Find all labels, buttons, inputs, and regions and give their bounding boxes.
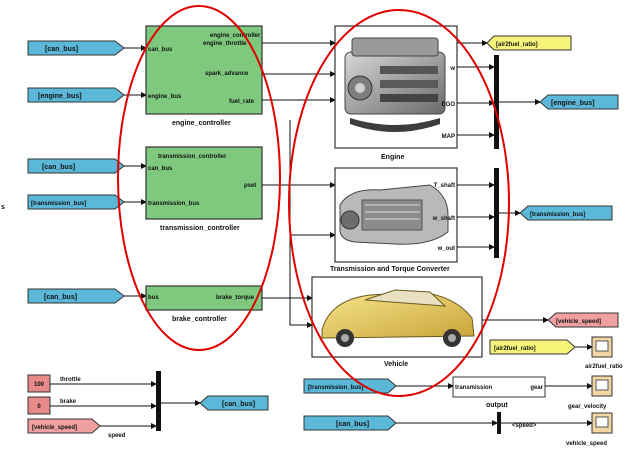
throttle-signal-label: throttle: [60, 377, 81, 383]
scope-vehicle-speed-caption: vehicle_speed: [566, 441, 607, 447]
engine-controller-title: engine_controller: [210, 33, 261, 39]
from-air2fuel-ratio-label: [air2fuel_ratio]: [494, 346, 536, 352]
from-air2fuel-ratio[interactable]: [air2fuel_ratio]: [490, 340, 575, 354]
vehicle-caption: Vehicle: [384, 361, 408, 368]
transmission-port-tshaft: T_shaft: [434, 183, 455, 189]
goto-can-bus[interactable]: [can_bus]: [200, 396, 268, 410]
scope-air2fuel-ratio[interactable]: [592, 337, 612, 357]
goto-vehicle-speed[interactable]: [vehicle_speed]: [548, 313, 618, 327]
goto-vehicle-speed-label: [vehicle_speed]: [556, 319, 601, 325]
can-bus-creator[interactable]: [156, 371, 161, 431]
brake-controller-caption: brake_controller: [172, 316, 227, 323]
scope-air2fuel-ratio-caption: air2fuel_ratio: [585, 364, 623, 370]
from-engine-bus[interactable]: [engine_bus]: [28, 88, 124, 102]
engine-controller-out-spark: spark_advance: [205, 71, 249, 77]
transmission-controller-in-trans: transmission_bus: [148, 201, 200, 207]
goto-transmission-bus[interactable]: [transmission_bus]: [520, 206, 612, 220]
engine-controller-caption: engine_controller: [172, 120, 231, 127]
output-in-label: transmission: [455, 385, 493, 391]
transmission-controller-caption: transmission_controller: [160, 225, 240, 232]
output-caption: output: [486, 402, 508, 409]
from-can-bus-2-label: [can_bus]: [42, 164, 75, 171]
engine-port-ego: EGO: [442, 102, 456, 108]
from-can-bus-right-label: [can_bus]: [336, 421, 369, 428]
brake-controller-out-label: brake_torque: [216, 295, 255, 301]
goto-air2fuel-ratio[interactable]: [air2fuel_ratio]: [487, 36, 571, 50]
transmission-controller-title: transmission_controller: [158, 154, 227, 160]
engine-caption: Engine: [381, 154, 404, 161]
speed-signal-label: speed: [108, 433, 126, 439]
speed-selector-label: <speed>: [512, 423, 537, 429]
from-engine-bus-label: [engine_bus]: [38, 93, 82, 100]
engine-controller-in-can: can_bus: [148, 47, 173, 53]
transmission-controller-out-pset: pset: [244, 183, 256, 189]
transmission-port-wshaft: w_shaft: [432, 216, 455, 222]
goto-transmission-bus-label: [transmission_bus]: [530, 212, 585, 218]
from-vehicle-speed-label: [vehicle_speed]: [32, 425, 77, 431]
output-subsystem-block[interactable]: transmission gear: [453, 377, 545, 397]
brake-controller-in-label: bus: [148, 295, 159, 301]
from-transmission-bus-right-label: [transmission_bus]: [308, 385, 363, 391]
transmission-caption: Transmission and Torque Converter: [330, 266, 450, 273]
brake-controller-block[interactable]: bus brake_torque: [146, 286, 262, 310]
edge-fragment-text: s: [1, 204, 5, 211]
constant-throttle-value: 100: [34, 382, 45, 388]
goto-air2fuel-ratio-label: [air2fuel_ratio]: [496, 42, 538, 48]
transmission-image: [340, 185, 448, 244]
transmission-controller-block[interactable]: transmission_controller can_bus transmis…: [146, 147, 262, 219]
constant-brake[interactable]: 0: [28, 397, 50, 414]
from-can-bus-2[interactable]: [can_bus]: [28, 159, 124, 173]
goto-engine-bus[interactable]: [engine_bus]: [540, 95, 618, 109]
goto-engine-bus-label: [engine_bus]: [551, 100, 595, 107]
from-transmission-bus[interactable]: [transmission_bus]: [28, 195, 124, 209]
transmission-block[interactable]: T_shaft w_shaft w_out: [335, 168, 457, 262]
engine-block[interactable]: w EGO MAP: [335, 26, 457, 148]
output-out-label: gear: [530, 385, 543, 391]
scope-vehicle-speed[interactable]: [592, 413, 612, 433]
speed-selector-bar[interactable]: [497, 412, 501, 434]
from-can-bus-1-label: [can_bus]: [45, 46, 78, 53]
transmission-bus-creator[interactable]: [494, 168, 499, 258]
from-transmission-bus-right[interactable]: [transmission_bus]: [304, 379, 396, 393]
engine-port-w: w: [449, 66, 455, 72]
engine-port-map: MAP: [442, 134, 455, 140]
scope-gear-velocity[interactable]: [592, 376, 612, 396]
engine-controller-in-engine: engine_bus: [148, 94, 182, 100]
engine-controller-block[interactable]: engine_controller can_bus engine_bus eng…: [146, 26, 262, 114]
engine-controller-out-throttle: engine_throttle: [203, 41, 247, 47]
constant-throttle[interactable]: 100: [28, 375, 50, 392]
transmission-port-wout: w_out: [437, 246, 455, 252]
from-can-bus-1[interactable]: [can_bus]: [28, 41, 124, 55]
engine-bus-creator[interactable]: [494, 55, 499, 149]
from-can-bus-3-label: [can_bus]: [44, 294, 77, 301]
engine-controller-out-fuel: fuel_rate: [229, 99, 255, 105]
from-can-bus-right[interactable]: [can_bus]: [304, 416, 396, 430]
from-transmission-bus-label: [transmission_bus]: [31, 201, 86, 207]
from-can-bus-3[interactable]: [can_bus]: [28, 289, 124, 303]
scope-gear-velocity-caption: gear_velocity: [568, 404, 607, 410]
vehicle-block[interactable]: [312, 277, 482, 357]
from-vehicle-speed[interactable]: [vehicle_speed]: [28, 419, 100, 433]
goto-can-bus-label: [can_bus]: [222, 401, 255, 408]
brake-signal-label: brake: [60, 399, 77, 405]
transmission-controller-in-can: can_bus: [148, 166, 173, 172]
